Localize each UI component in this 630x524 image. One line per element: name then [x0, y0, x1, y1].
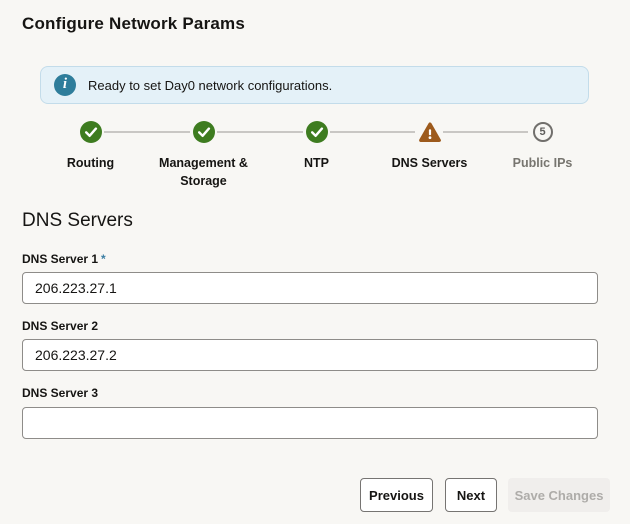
warning-triangle-icon [373, 118, 486, 146]
step-management-storage[interactable]: Management & Storage [147, 118, 260, 190]
step-label: NTP [304, 156, 329, 170]
wizard-stepper: Routing Management & Storage NTP DNS Ser… [0, 118, 630, 204]
info-icon: i [54, 74, 76, 96]
dns-server-3-label: DNS Server 3 [22, 386, 99, 400]
step-number-circle: 5 [486, 118, 599, 146]
dns-server-2-label: DNS Server 2 [22, 319, 99, 333]
step-routing[interactable]: Routing [34, 118, 147, 172]
dns-server-1-input[interactable] [22, 272, 598, 304]
info-banner: i Ready to set Day0 network configuratio… [40, 66, 589, 104]
step-connector [443, 131, 528, 133]
step-connector [217, 131, 303, 133]
previous-button[interactable]: Previous [360, 478, 433, 512]
section-heading: DNS Servers [22, 210, 133, 231]
banner-message: Ready to set Day0 network configurations… [88, 77, 333, 93]
step-label: DNS Servers [391, 156, 468, 170]
step-connector [104, 131, 190, 133]
required-asterisk: * [101, 252, 106, 266]
check-circle-icon [34, 118, 147, 146]
step-public-ips[interactable]: 5 Public IPs [486, 118, 599, 172]
dns-server-3-input[interactable] [22, 407, 598, 439]
step-dns-servers[interactable]: DNS Servers [373, 118, 486, 172]
check-circle-icon [260, 118, 373, 146]
step-label: Public IPs [512, 156, 573, 170]
step-connector [330, 131, 415, 133]
step-label: Management & Storage [159, 156, 248, 189]
check-circle-icon [147, 118, 260, 146]
step-ntp[interactable]: NTP [260, 118, 373, 172]
dns-server-2-input[interactable] [22, 339, 598, 371]
dns-server-1-label: DNS Server 1* [22, 252, 106, 266]
step-label: Routing [66, 156, 115, 170]
save-changes-button[interactable]: Save Changes [508, 478, 610, 512]
next-button[interactable]: Next [445, 478, 497, 512]
page-title: Configure Network Params [22, 14, 246, 33]
